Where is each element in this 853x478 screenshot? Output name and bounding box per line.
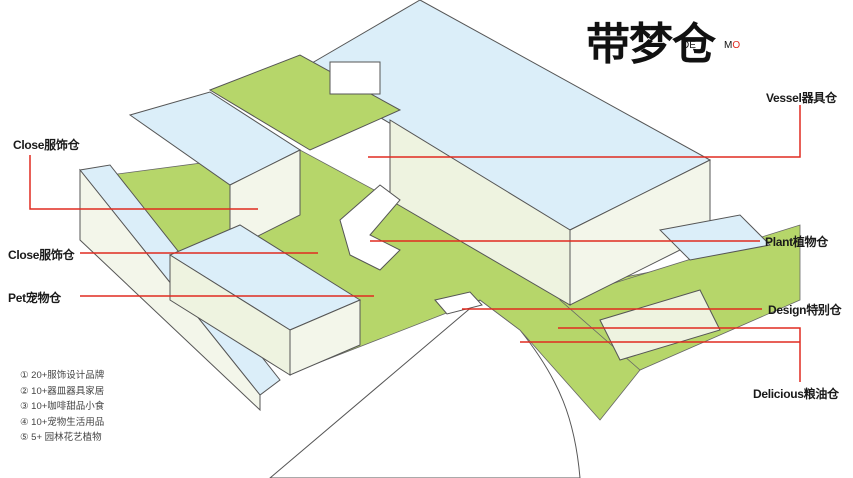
north-wing-wall (229, 149, 301, 251)
rooftop-unit (329, 61, 381, 95)
spiral-stair (339, 184, 401, 271)
brand-logo: 带梦仓 DE MO (586, 8, 746, 70)
legend-list: ① 20+服饰设计品牌 ② 10+器皿器具家居 ③ 10+咖啡甜品小食 ④ 10… (20, 368, 104, 446)
leader-lines (29, 105, 801, 382)
legend-item: ② 10+器皿器具家居 (20, 385, 105, 397)
leader-delicious (558, 327, 801, 382)
upper-green-roof (208, 54, 402, 151)
label-plant: Plant植物仓 (765, 235, 828, 249)
legend-item: ⑤ 5+ 园林花艺植物 (20, 432, 102, 443)
legend-item: ① 20+服饰设计品牌 (20, 370, 105, 381)
vessel-wall-side (389, 119, 571, 306)
leader-vessel (368, 105, 801, 158)
label-design: Design特别仓 (768, 303, 842, 317)
label-pet: Pet宠物仓 (8, 291, 61, 305)
label-close-mid: Close服饰仓 (8, 248, 75, 262)
logo-de: DE (682, 40, 696, 51)
south-wing-side (169, 254, 291, 376)
label-close-top: Close服饰仓 (13, 138, 80, 152)
label-vessel: Vessel器具仓 (766, 91, 837, 105)
east-block-roof (658, 214, 772, 261)
logo-wordmark: 带梦仓 (586, 19, 716, 70)
legend-item: ④ 10+宠物生活用品 (20, 416, 105, 428)
label-delicious: Delicious粮油仓 (753, 387, 839, 401)
logo-mo: MO (724, 40, 741, 51)
leader-close-top (29, 155, 258, 210)
parked-car (434, 291, 483, 315)
legend-item: ③ 10+咖啡甜品小食 (20, 401, 105, 412)
